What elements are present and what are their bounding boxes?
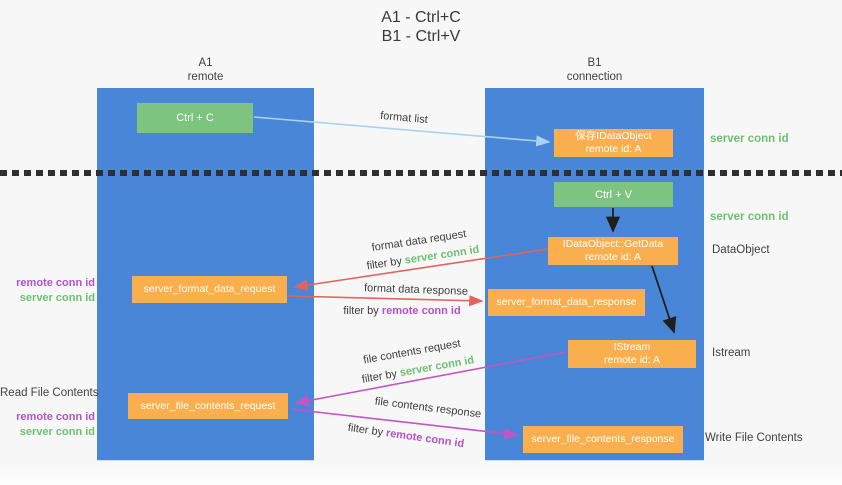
label-conn-ids-format: remote conn id server conn id xyxy=(0,276,95,306)
lifeline-b1-id: B1 xyxy=(587,57,602,69)
node-istream: IStream remote id: A xyxy=(568,340,696,368)
arrow-label-filter-remote-2: filter by remote conn id xyxy=(347,422,465,450)
lifeline-b1-role: connection xyxy=(566,71,623,83)
node-ctrl-v: Ctrl + V xyxy=(554,182,673,207)
lifeline-a1-id: A1 xyxy=(198,57,213,69)
node-ctrl-c-label: Ctrl + C xyxy=(176,112,214,124)
title-line-2: B1 - Ctrl+V xyxy=(381,28,461,45)
node-getdata-line2: remote id: A xyxy=(584,251,642,263)
label-conn-ids-file: remote conn id server conn id xyxy=(0,410,95,440)
node-getdata: IDataObject::GetData remote id: A xyxy=(548,237,678,265)
title-line-1: A1 - Ctrl+C xyxy=(381,9,461,26)
arrow-label-file-contents-response: file contents response xyxy=(374,395,482,421)
arrow-label-format-data-response: format data response xyxy=(363,282,469,298)
label-read-file-contents: Read File Contents xyxy=(0,387,99,399)
node-ctrl-c: Ctrl + C xyxy=(137,103,253,133)
label-remote-conn-id-file: remote conn id xyxy=(16,411,95,423)
filter-by-text: filter by xyxy=(347,421,384,439)
bottom-fade xyxy=(0,461,842,485)
lifeline-a1-role: remote xyxy=(187,71,224,83)
arrow-label-filter-remote-1: filter by remote conn id xyxy=(343,305,460,317)
label-dataobject: DataObject xyxy=(712,244,770,256)
lifeline-header-b1: B1 connection xyxy=(485,56,704,84)
node-save-dataobject-line1: 保存IDataObject xyxy=(575,130,652,142)
label-server-conn-id-top: server conn id xyxy=(710,133,789,145)
node-server-file-contents-response: server_file_contents_response xyxy=(523,426,683,453)
diagram-title: A1 - Ctrl+C B1 - Ctrl+V xyxy=(0,8,842,46)
node-server-format-data-request: server_format_data_request xyxy=(132,276,287,303)
label-istream: Istream xyxy=(712,347,751,359)
filter-by-text: filter by xyxy=(343,305,379,317)
session-separator-dashed-line xyxy=(0,170,842,176)
node-server-file-contents-request-label: server_file_contents_request xyxy=(140,399,276,412)
node-server-format-data-request-label: server_format_data_request xyxy=(143,283,276,295)
arrow-label-format-list: format list xyxy=(379,109,429,127)
filter-by-text: filter by xyxy=(360,367,398,386)
node-server-format-data-response: server_format_data_response xyxy=(488,289,645,316)
label-server-conn-id-mid: server conn id xyxy=(710,211,789,223)
remote-conn-id-term: remote conn id xyxy=(381,305,461,317)
filter-by-text: filter by xyxy=(365,255,403,273)
node-server-format-data-response-label: server_format_data_response xyxy=(496,296,637,308)
label-server-conn-id-file: server conn id xyxy=(19,426,95,438)
remote-conn-id-term: remote conn id xyxy=(385,427,465,451)
label-remote-conn-id-format: remote conn id xyxy=(16,277,95,289)
lifeline-header-a1: A1 remote xyxy=(97,56,314,84)
node-istream-line2: remote id: A xyxy=(603,354,661,366)
node-server-file-contents-response-label: server_file_contents_response xyxy=(531,433,675,445)
node-getdata-line1: IDataObject::GetData xyxy=(562,238,664,250)
node-save-dataobject-line2: remote id: A xyxy=(585,143,642,155)
node-save-dataobject: 保存IDataObject remote id: A xyxy=(554,129,673,157)
node-server-file-contents-request: server_file_contents_request xyxy=(128,393,288,419)
label-write-file-contents: Write File Contents xyxy=(705,432,803,444)
label-server-conn-id-format: server conn id xyxy=(19,292,95,304)
node-ctrl-v-label: Ctrl + V xyxy=(595,188,632,201)
node-istream-line1: IStream xyxy=(613,341,651,353)
